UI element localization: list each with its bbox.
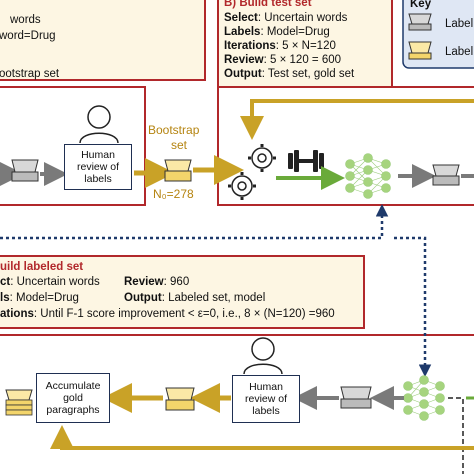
- human-review-bottom-line1: Human: [249, 381, 283, 393]
- panel-b-labels: Labels: Model=Drug: [224, 26, 330, 38]
- navy-dotted-line-left: [0, 204, 389, 240]
- panel-b-iterations: Iterations: 5 × N=120: [224, 40, 336, 52]
- panel-a-line3: ootstrap set: [0, 68, 60, 80]
- neural-network-icon-bottom: [403, 375, 445, 421]
- panel-c-review: Review: 960: [124, 276, 190, 288]
- gold-loop-arrow-top: [240, 99, 474, 140]
- gear-icon: [228, 144, 276, 200]
- key-unlabeled-icon: [408, 13, 432, 31]
- panel-b-box: [217, 0, 393, 89]
- panel-c-labels: ls: Model=Drug: [0, 292, 79, 304]
- neural-network-icon-top: [345, 153, 391, 199]
- human-review-top-line1: Human: [81, 149, 115, 161]
- labeled-pile-left: [5, 389, 33, 416]
- human-review-top-line3: labels: [84, 173, 112, 185]
- panel-c-output: Output: Labeled set, model: [124, 292, 266, 304]
- bootstrap-stack-icon: [164, 159, 192, 182]
- panel-c-box: [0, 255, 365, 329]
- human-review-bottom-line2: review of: [244, 393, 287, 405]
- panel-a-line2: word=Drug: [0, 30, 56, 42]
- accumulate-line1: Accumulate: [45, 380, 101, 392]
- labeled-stack-bottom: [165, 387, 195, 411]
- accumulate-line2: gold: [63, 392, 83, 404]
- panel-b-output: Output: Test set, gold set: [224, 68, 355, 80]
- accumulate-line3: paragraphs: [46, 404, 100, 416]
- dumbbell-icon: [288, 150, 324, 172]
- panel-a-box: [0, 0, 206, 81]
- unlabeled-stack-bottom: [340, 386, 372, 409]
- panel-b-title: B) Build test set: [224, 0, 312, 9]
- bootstrap-label-1: Bootstrap: [148, 123, 200, 137]
- unlabeled-stack-mid-left: [11, 159, 39, 182]
- key-labeled-icon: [408, 41, 432, 60]
- human-review-bottom-line3: labels: [252, 405, 280, 417]
- human-review-top-line2: review of: [76, 161, 119, 173]
- panel-c-select: ct: Uncertain words: [0, 276, 100, 288]
- unlabeled-stack-mid-right: [432, 164, 460, 186]
- panel-b-select: Select: Uncertain words: [224, 12, 348, 24]
- panel-c-iterations: ations: Until F-1 score improvement < ε=…: [0, 308, 335, 320]
- key-label-1: Label: [445, 18, 474, 30]
- person-icon-top: [79, 105, 119, 144]
- human-review-box-top: Human review of labels: [64, 144, 132, 190]
- panel-a-line1: words: [10, 14, 41, 26]
- key-title: Key: [410, 0, 432, 10]
- accumulate-box: Accumulate gold paragraphs: [36, 373, 110, 423]
- panel-c-title: uild labeled set: [0, 261, 84, 273]
- human-review-box-bottom: Human review of labels: [232, 375, 300, 423]
- panel-b-review: Review: 5 × 120 = 600: [224, 54, 342, 66]
- person-icon-bottom: [243, 337, 283, 375]
- bootstrap-n0: N₀=278: [153, 187, 194, 201]
- bootstrap-label-2: set: [171, 138, 188, 152]
- navy-dotted-line-right: [394, 236, 432, 377]
- gold-loop-arrow-bottom: [50, 425, 474, 450]
- key-label-2: Label: [445, 46, 474, 58]
